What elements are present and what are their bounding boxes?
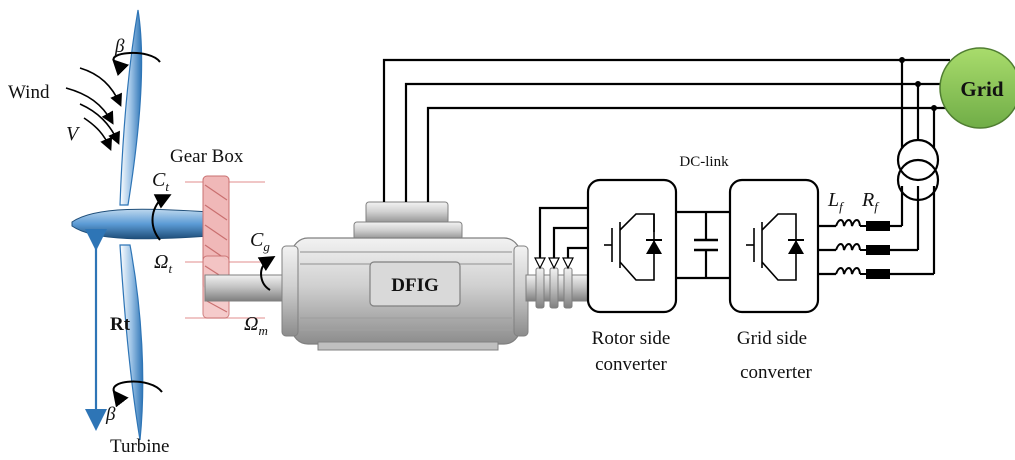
rsc-label-line2: converter [595,354,667,375]
pitch-label-top: β [114,36,125,57]
wind-speed-label: V [66,123,81,145]
turbine: Rt β β Turbine [71,9,211,457]
pitch-arc-bottom [112,380,163,408]
dfig-generator: DFIG [281,201,589,351]
wiring [382,58,950,280]
rotor-side-converter: Rotor side converter [586,178,678,375]
grid-side-converter: Grid side converter [728,178,820,383]
grid: Grid [939,47,1015,129]
turbine-label: Turbine [110,436,169,457]
line-filter: Lf Rf [827,189,890,279]
filter-inductance-label: Lf [827,189,845,214]
radius-label: Rt [110,314,131,335]
dc-link-label: DC-link [679,154,729,170]
junction-dots [899,57,937,111]
mech-speed-label: Ωm [244,313,268,338]
pitch-arc-top [112,51,161,77]
transformer [896,138,940,202]
hub [71,208,211,240]
wind: Wind V [8,67,122,151]
gsc-label-line2: converter [740,362,812,383]
upper-blade [119,9,143,206]
rsc-label-line1: Rotor side [592,328,671,349]
filter-resistance-label: Rf [861,189,880,214]
gearbox-label: Gear Box [170,146,244,167]
gsc-label-line1: Grid side [737,328,807,349]
wind-label: Wind [8,82,50,103]
lower-blade [119,244,144,441]
pitch-label-bottom: β [105,404,116,425]
turbine-torque-label: Ct [152,169,169,194]
turbine-speed-label: Ωt [154,251,172,276]
dfig-label: DFIG [391,275,439,296]
generator-torque-label: Cg [250,229,270,254]
brush-terminals [534,257,574,270]
grid-label: Grid [960,77,1003,101]
